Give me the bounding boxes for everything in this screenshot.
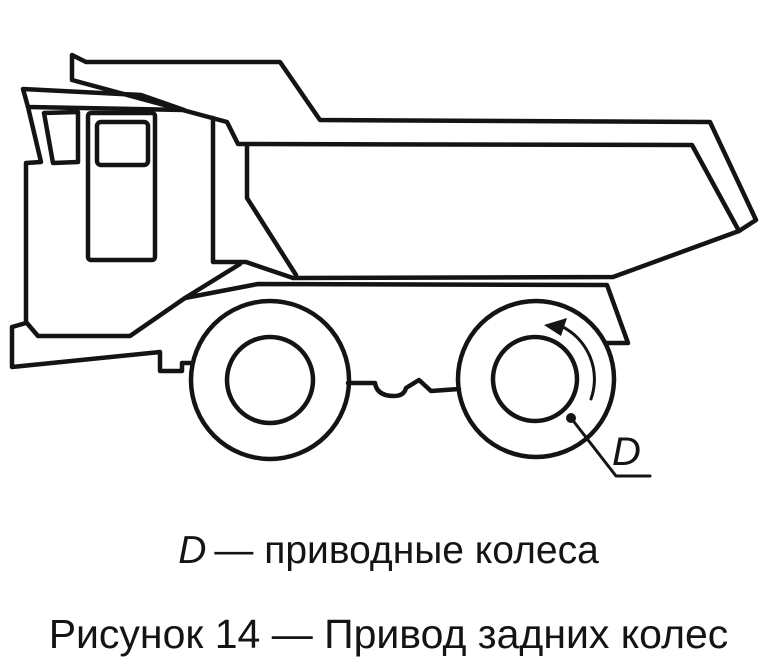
rear-rim <box>490 334 580 424</box>
bed-side-panel <box>210 115 742 281</box>
bed-canopy-and-rails <box>69 52 759 234</box>
door-window <box>94 119 151 168</box>
cab-front-and-bumper <box>9 104 194 374</box>
rear-tire <box>455 298 617 460</box>
wheel-callout-label: D <box>612 430 641 474</box>
rotation-arc <box>559 324 596 401</box>
legend-symbol: D <box>178 529 207 572</box>
figure-caption: Рисунок 14 — Привод задних колес <box>48 611 729 657</box>
legend-text: — приводные колеса <box>214 529 599 572</box>
cab-door <box>85 110 158 263</box>
windshield <box>41 109 81 166</box>
figure-legend: D— приводные колеса <box>0 529 777 573</box>
dump-bed <box>69 52 759 281</box>
leader-line <box>566 413 652 478</box>
frame-rail-and-rear-flap <box>182 281 631 346</box>
cab-roof-bar <box>20 86 187 113</box>
rotation-arrowhead-icon <box>544 318 567 336</box>
rear-wheel <box>455 298 617 460</box>
chassis <box>182 261 631 399</box>
cab-bottom-edge <box>23 295 188 339</box>
cab <box>9 86 194 374</box>
axle-link <box>345 377 462 399</box>
front-rim <box>224 334 316 426</box>
bed-inner-front-wall <box>244 143 299 278</box>
leader-path <box>569 416 652 478</box>
frame-brace <box>182 261 243 301</box>
rotation-arrow <box>544 318 596 401</box>
front-wheel <box>188 298 352 462</box>
front-tire <box>188 298 352 462</box>
